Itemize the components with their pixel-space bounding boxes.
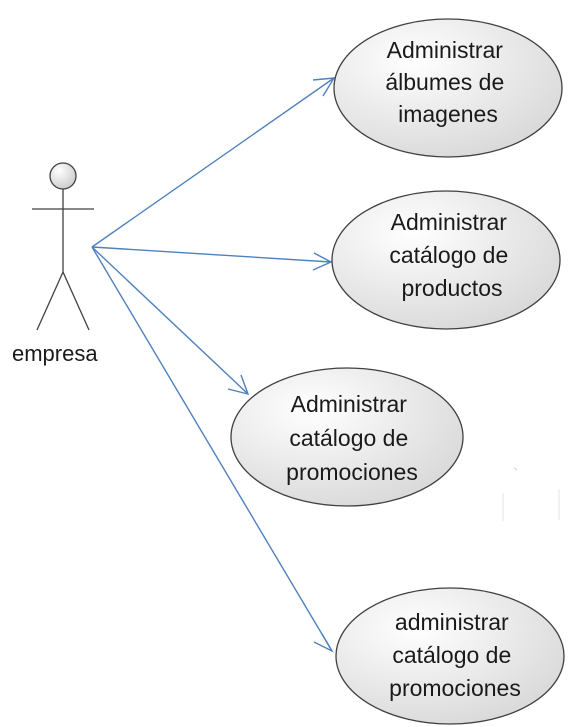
use-case-label-line: Administrar	[291, 391, 408, 417]
use-case-label: administrar catálogo de promociones	[389, 609, 521, 701]
actor-head	[49, 162, 77, 190]
association-line-2	[91, 246, 332, 263]
use-case-label-line: catálogo de	[392, 642, 511, 668]
association-arrowhead-4	[313, 633, 334, 653]
use-case-label: Administrar catálogo de productos	[389, 209, 514, 301]
use-case-administrar-albumes[interactable]: Administrar álbumes de imagenes	[333, 18, 563, 158]
use-case-ellipse	[230, 367, 464, 507]
actor-label: empresa	[12, 341, 98, 366]
actor-left-leg	[36, 271, 64, 331]
association-line-4	[91, 246, 333, 652]
use-case-label-line: imagenes	[398, 101, 498, 127]
use-case-ellipse	[331, 190, 561, 330]
association-arrowhead-1	[312, 77, 336, 97]
use-case-label-line: promociones	[389, 675, 521, 701]
use-case-label-line: catálogo de	[389, 242, 508, 268]
use-case-label-line: Administrar	[391, 209, 508, 235]
use-case-label-line: catálogo de	[289, 425, 408, 451]
association-arrowhead-2	[312, 252, 333, 271]
use-case-administrar-catalogo-productos[interactable]: Administrar catálogo de productos	[331, 190, 561, 330]
use-case-label-line: promociones	[286, 459, 418, 485]
actor-right-leg	[62, 271, 90, 331]
use-case-label-line: productos	[401, 275, 502, 301]
use-case-administrar-catalogo-promociones-2[interactable]: administrar catálogo de promociones	[335, 587, 565, 725]
association-line-1	[91, 77, 335, 248]
association-arrowhead-3	[227, 374, 250, 396]
associations	[91, 77, 336, 653]
use-case-label: Administrar álbumes de imagenes	[385, 37, 510, 127]
actor-empresa[interactable]: empresa	[12, 162, 98, 366]
use-case-label-line: Administrar	[387, 37, 504, 63]
use-case-ellipse	[333, 18, 563, 158]
use-case-label-line: administrar	[395, 609, 509, 635]
artifact-mark	[513, 467, 518, 471]
use-case-administrar-catalogo-promociones[interactable]: Administrar catálogo de promociones	[230, 367, 464, 507]
association-line-3	[91, 246, 249, 395]
use-case-ellipse	[335, 587, 565, 725]
use-case-label: Administrar catálogo de promociones	[286, 391, 418, 485]
scan-artifacts	[502, 467, 560, 521]
use-case-label-line: álbumes de	[385, 69, 504, 95]
